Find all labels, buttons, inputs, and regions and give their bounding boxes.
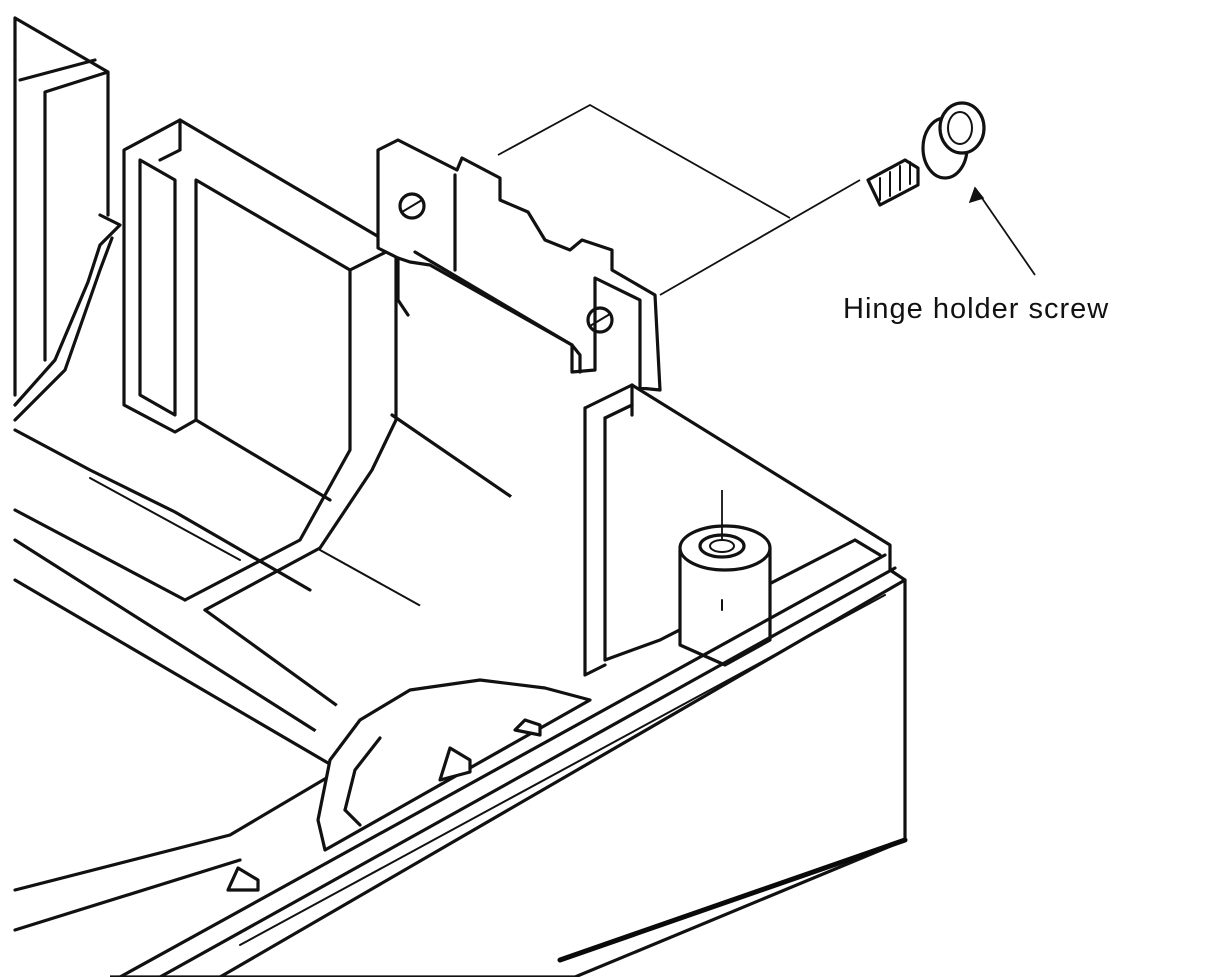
hinge-holder-screw (866, 101, 1036, 276)
hinge-screw-hole-lower (586, 306, 614, 334)
left-inner-wall (13, 213, 312, 592)
left-rear-partition (13, 16, 110, 397)
screw-boss (678, 490, 772, 667)
center-trough (13, 245, 572, 742)
callout-label-hinge-holder-screw: Hinge holder screw (843, 293, 1110, 325)
hinge-holder (376, 103, 861, 392)
round-recess (226, 678, 592, 892)
front-wall (13, 553, 908, 977)
vertical-rib (122, 118, 398, 434)
hinge-screw-hole-upper (398, 192, 426, 220)
